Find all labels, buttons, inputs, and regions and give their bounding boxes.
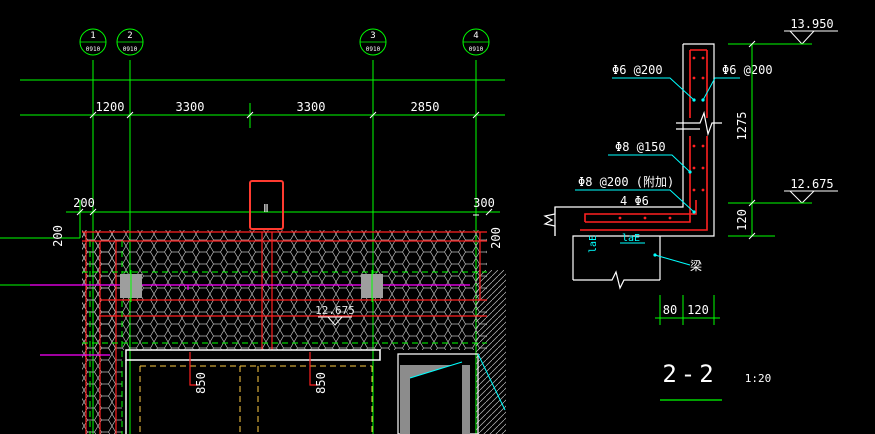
plan-lower-dashed — [139, 365, 373, 434]
section-outline — [554, 43, 715, 281]
section-vertical-ticks — [748, 40, 756, 240]
beam-label: 梁 — [690, 258, 702, 273]
grid-bubble-1[interactable]: 1 0910 — [79, 28, 107, 56]
grid-bubble-4-sub: 0910 — [469, 46, 484, 53]
section-leaders — [575, 77, 740, 266]
dim-span-4: 2850 — [411, 100, 440, 114]
plan-level-label: 12.675 — [315, 304, 355, 317]
level-top-label: 13.950 — [790, 17, 833, 31]
level-mark-top[interactable]: 13.950 — [773, 17, 838, 45]
dim-right-offset: 300 — [473, 196, 495, 210]
section-title-text: 2-2 — [662, 360, 717, 388]
grid-bubble-2[interactable]: 2 0910 — [116, 28, 144, 56]
plan-dashed-lines — [82, 241, 487, 434]
plan-magenta-lines — [30, 284, 470, 356]
plan-corner-element — [397, 353, 506, 434]
anchor-label-left: laE — [588, 235, 599, 253]
grid-bubble-1-sub: 0910 — [86, 46, 101, 53]
grid-bubble-4-id: 4 — [473, 31, 478, 41]
opening-dim-1: 850 — [194, 372, 208, 394]
dim-span-3: 3300 — [297, 100, 326, 114]
anchor-label-bottom: laE — [622, 233, 640, 244]
rebar-label-bottom: 4 Φ6 — [620, 194, 649, 208]
dimension-ticks — [76, 111, 493, 216]
dim-left-offset: 200 — [73, 196, 95, 210]
dim-width-2: 120 — [687, 303, 709, 317]
grid-bubble-3-sub: 0910 — [366, 46, 381, 53]
dim-width-1: 80 — [663, 303, 677, 317]
dim-span-1: 1200 — [96, 100, 125, 114]
section-horizontal-dim — [655, 295, 720, 325]
selection-box[interactable]: Ⅱ — [249, 180, 284, 230]
section-break-lines — [543, 110, 722, 290]
plan-rebar-lines — [82, 231, 487, 434]
grid-bubble-2-id: 2 — [127, 31, 132, 41]
dim-small-vertical: 120 — [735, 209, 749, 231]
plan-lower-walls — [125, 349, 381, 434]
plan-level-mark: 12.675 — [315, 304, 355, 326]
slab-hatch-left — [82, 230, 122, 434]
dim-side-right: 200 — [489, 227, 503, 249]
section-scale: 1:20 — [745, 372, 772, 385]
section-title[interactable]: 2-2 1:20 — [660, 360, 772, 401]
grid-bubble-3-id: 3 — [370, 31, 375, 41]
opening-dim-2: 850 — [314, 372, 328, 394]
grid-bubble-3[interactable]: 3 0910 — [359, 28, 387, 56]
rebar-label-left-top: Φ6 @200 — [612, 63, 663, 77]
grid-bubble-2-sub: 0910 — [123, 46, 138, 53]
plan-view: 1 0910 2 0910 3 0910 4 0910 — [0, 28, 506, 434]
level-mark-mid[interactable]: 12.675 — [773, 177, 838, 204]
section-rebar — [580, 49, 708, 231]
dim-height: 1275 — [735, 112, 749, 141]
section-leader-dots — [653, 98, 705, 257]
grid-bubble-1-id: 1 — [90, 31, 95, 41]
section-detail-2-2: 13.950 12.675 — [543, 17, 838, 401]
rebar-label-added: Φ8 @200 (附加) — [578, 175, 674, 189]
rebar-label-right-top: Φ6 @200 — [722, 63, 773, 77]
grid-bubble-4[interactable]: 4 0910 — [462, 28, 490, 56]
plan-opening-marks — [189, 352, 318, 386]
rebar-label-stirrup: Φ8 @150 — [615, 140, 666, 154]
dim-span-2: 3300 — [176, 100, 205, 114]
dim-side: 200 — [51, 225, 65, 247]
level-mid-label: 12.675 — [790, 177, 833, 191]
wall-hatch-right — [476, 270, 506, 434]
selected-item-label: Ⅱ — [263, 202, 268, 215]
slab-hatch — [82, 230, 487, 350]
